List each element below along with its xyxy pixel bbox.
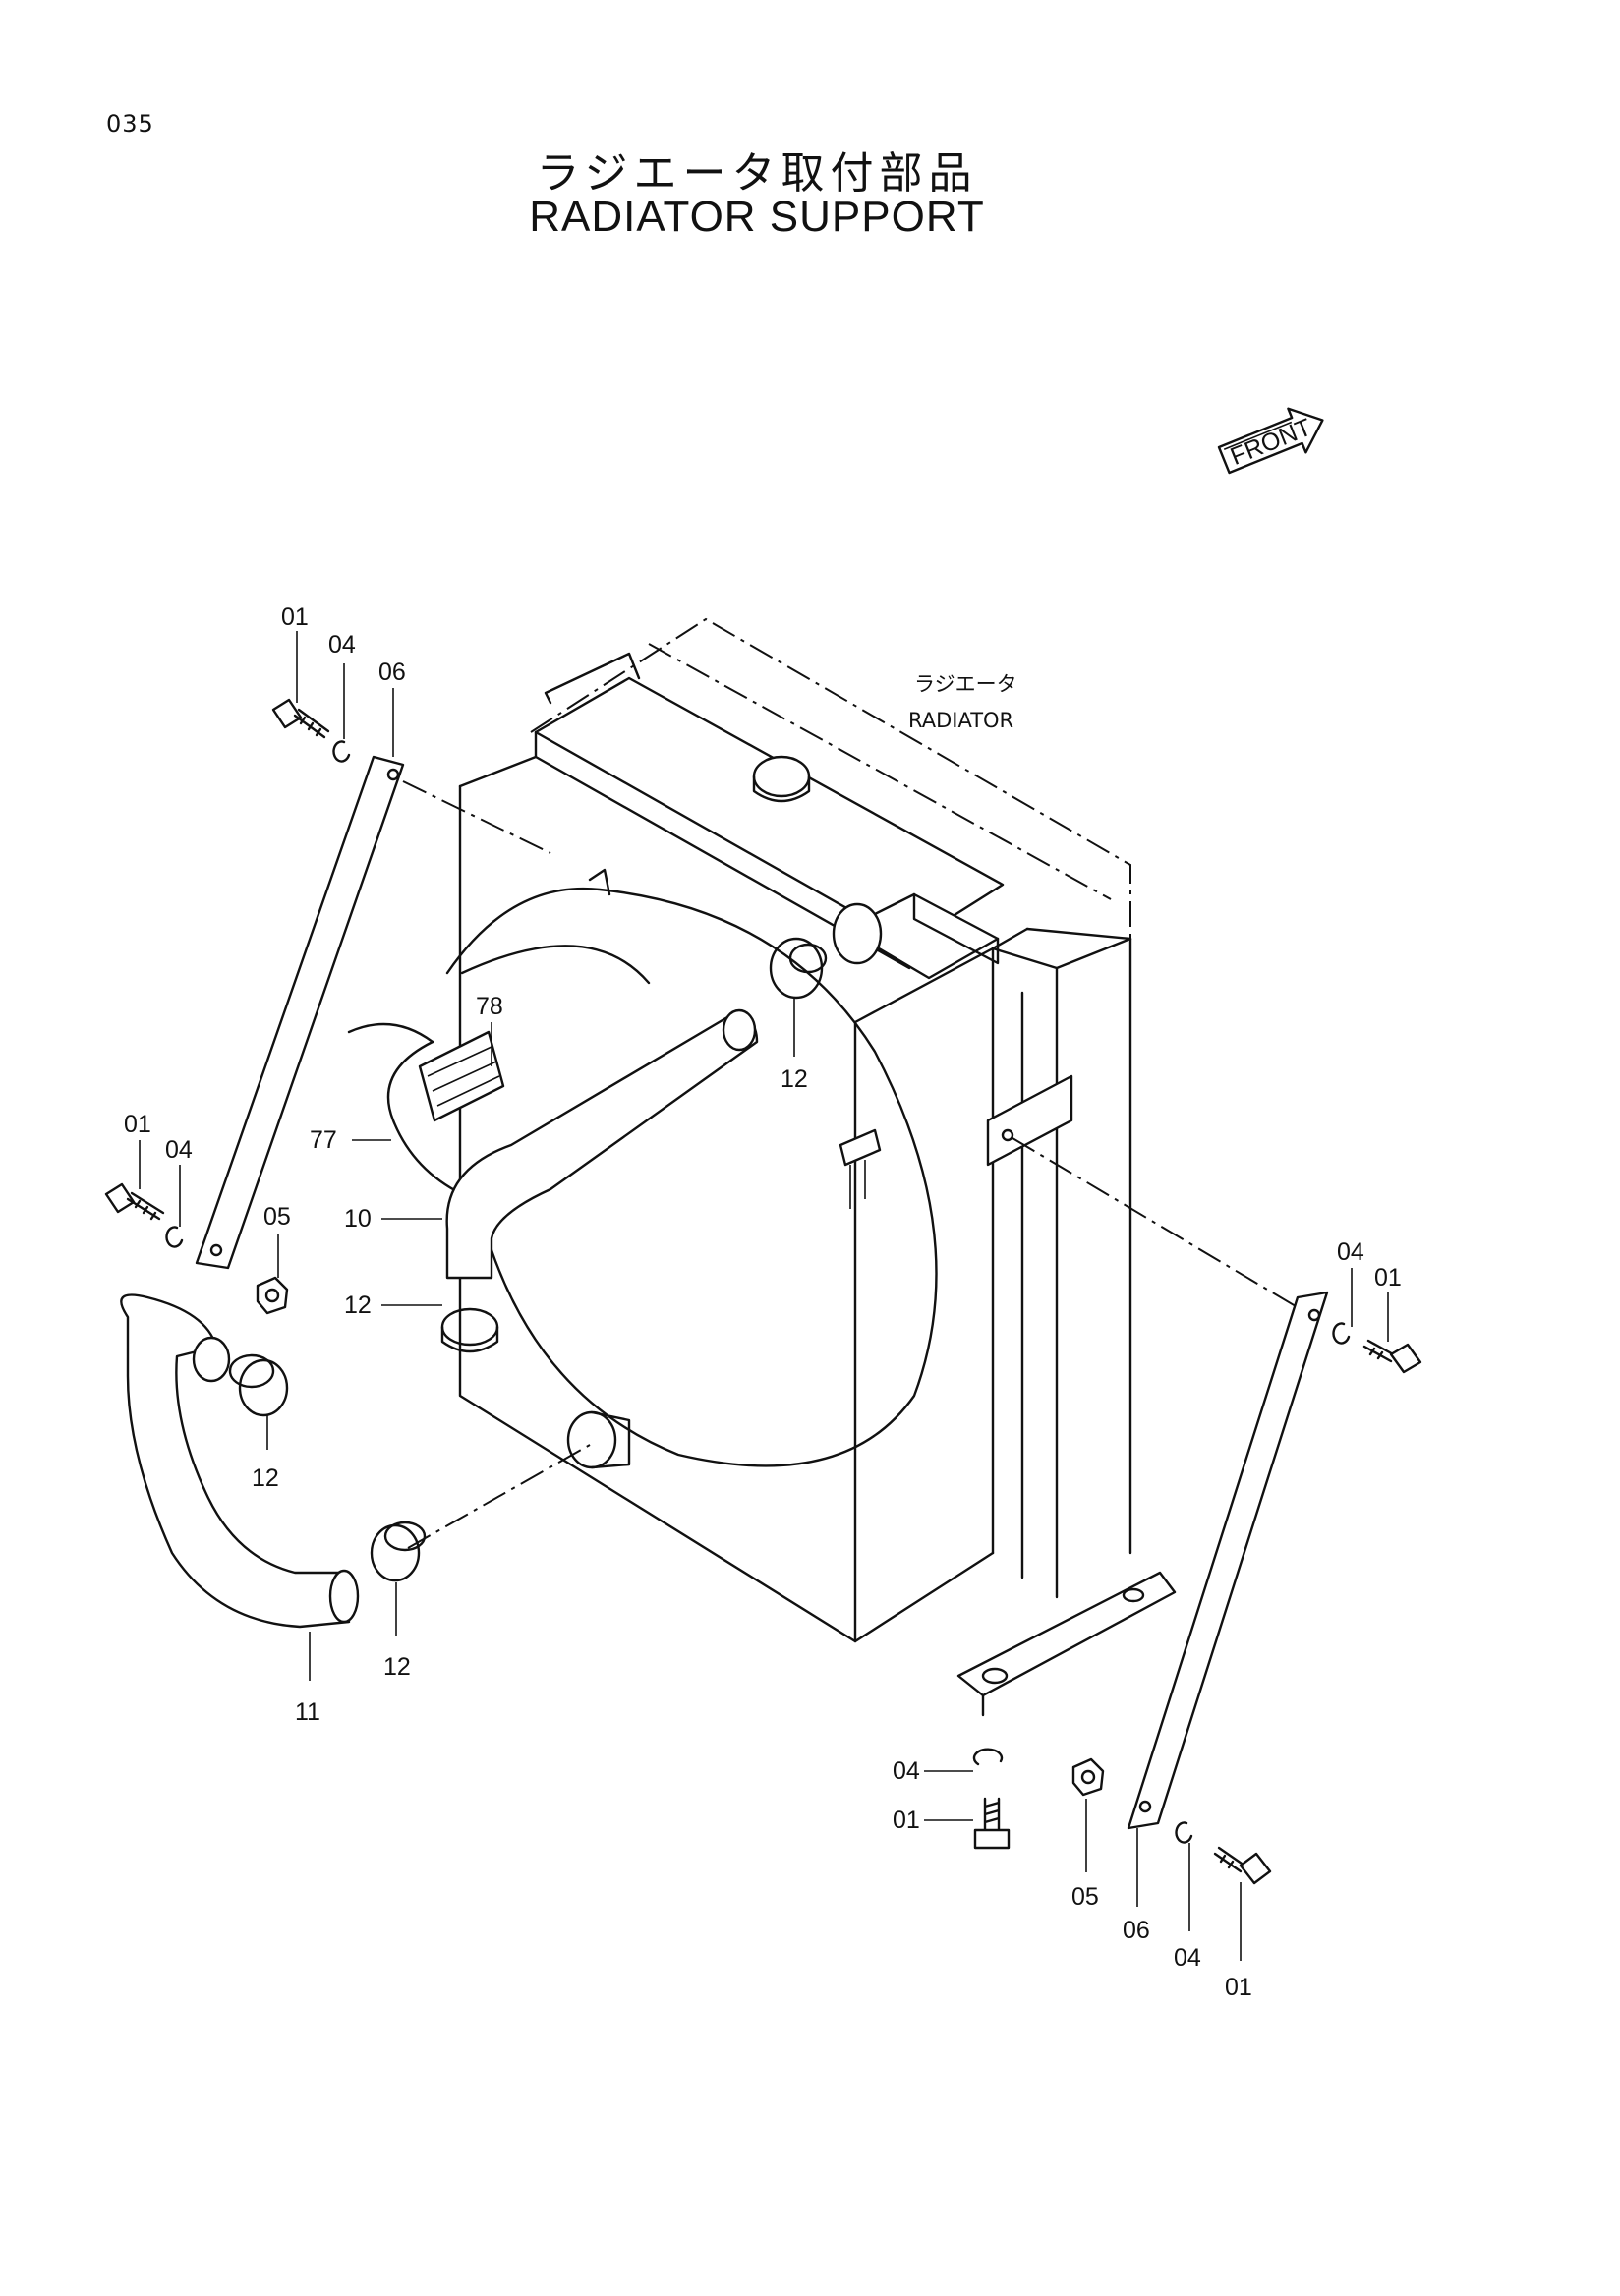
bolt-icon-right-bottom [1213,1846,1272,1885]
bolt-icon-right-top [1362,1339,1422,1374]
callout-12-lower-right: 12 [383,1653,411,1681]
callout-leaders [139,631,1389,1961]
front-arrow-icon: FRONT [1217,407,1324,475]
left-support-stay [195,755,405,1270]
page-number: 035 [106,110,154,138]
callout-12-hose10: 12 [344,1292,372,1319]
callout-06-left: 06 [378,659,406,686]
callout-77: 77 [310,1126,337,1154]
callout-01-right-top: 01 [1374,1264,1402,1292]
callout-01-base: 01 [893,1807,920,1834]
callout-04-base: 04 [893,1757,920,1785]
bolt-icon-left-mid [104,1182,165,1221]
callout-01-right-bottom: 01 [1225,1974,1252,2001]
radiator-caption-english: RADIATOR [908,709,1013,732]
callout-01-left-mid: 01 [124,1111,151,1138]
callout-12-lower-left: 12 [252,1464,279,1492]
washer-icon-base [972,1748,1004,1766]
front-label: FRONT [1227,414,1315,471]
radiator-caption-japanese: ラジエータ [914,672,1017,696]
callout-12-inlet: 12 [781,1065,808,1093]
callout-06-right: 06 [1123,1917,1150,1944]
right-support-stay [1127,1291,1329,1830]
callout-01-left-top: 01 [281,603,309,631]
callout-04-left-mid: 04 [165,1136,193,1164]
bolt-icon-base [973,1797,1011,1850]
nut-icon-right [1071,1757,1105,1797]
hose-clamp-lower-left [228,1353,289,1417]
washer-icon-right-bottom [1175,1821,1193,1844]
lower-hose [120,1293,360,1629]
radiator-assembly [347,617,1177,1717]
nut-icon-left [256,1276,289,1315]
callout-10: 10 [344,1205,372,1233]
callout-78: 78 [476,993,503,1020]
washer-icon-left-top [332,740,351,763]
callout-04-right-bottom: 04 [1174,1944,1201,1972]
page-title-japanese: ラジエータ取付部品 [536,148,978,199]
washer-icon-left-mid [165,1226,184,1248]
callout-11: 11 [295,1698,320,1726]
callout-04-left-top: 04 [328,631,356,659]
hose-clamp-lower-right [370,1521,427,1582]
page-title-english: RADIATOR SUPPORT [529,193,985,241]
bolt-icon-left-top [271,698,330,739]
washer-icon-right-top [1332,1322,1351,1345]
callout-05-left: 05 [263,1203,291,1231]
callout-04-right-top: 04 [1337,1238,1364,1266]
callout-05-right: 05 [1071,1883,1099,1911]
